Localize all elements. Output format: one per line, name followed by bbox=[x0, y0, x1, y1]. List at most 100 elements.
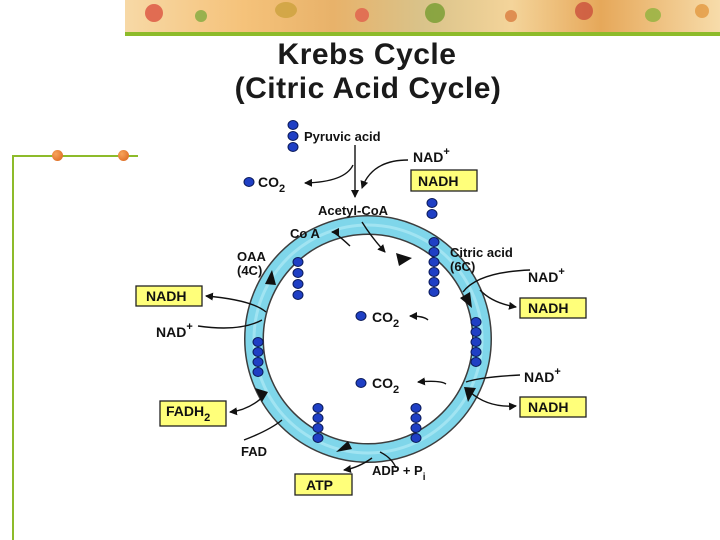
acetyl-coa-carbons bbox=[426, 198, 438, 219]
carbon-dot bbox=[287, 142, 299, 152]
cycle-ring bbox=[244, 215, 492, 463]
atp-box bbox=[294, 473, 353, 496]
carbon-dot bbox=[410, 433, 422, 443]
nadh-left-label: NADH bbox=[146, 288, 186, 304]
adp-pi-label: ADP + Pi bbox=[372, 463, 426, 483]
succinate-carbons bbox=[312, 403, 324, 443]
carbon-dot bbox=[470, 357, 482, 367]
nadh-out-right1-arrow bbox=[479, 289, 517, 310]
nadh-box-right2 bbox=[519, 396, 587, 418]
atp-out-arrow bbox=[343, 457, 373, 473]
ring-arrow-bottom bbox=[336, 441, 352, 452]
nad-right1-label: NAD+ bbox=[528, 266, 565, 285]
pyruvic-acid-carbons bbox=[287, 120, 299, 152]
carbon-dot bbox=[410, 413, 422, 423]
co2-carbon-top bbox=[243, 177, 255, 187]
carbon-dot bbox=[428, 247, 440, 257]
nadh-right1-label: NADH bbox=[528, 300, 568, 316]
banner-underline bbox=[125, 32, 720, 36]
nadh-box-top bbox=[410, 169, 478, 192]
nad-top-label: NAD+ bbox=[413, 146, 450, 165]
nadh-top-label: NADH bbox=[418, 173, 458, 189]
fadh2-out-arrow bbox=[229, 393, 267, 416]
carbon-dot bbox=[252, 337, 264, 347]
decorative-banner bbox=[125, 0, 720, 32]
oaa-carbon-count: (4C) bbox=[237, 263, 262, 278]
carbon-dot bbox=[287, 120, 299, 130]
carbon-dot bbox=[470, 337, 482, 347]
frame-dot-right bbox=[118, 150, 129, 161]
co2-release-arrow-mid2 bbox=[417, 377, 447, 386]
nadh-out-right2-arrow bbox=[469, 391, 517, 411]
co2-carbon-mid1 bbox=[355, 311, 367, 321]
citric-acid-label: Citric acid bbox=[450, 245, 513, 260]
ring-arrow-left-top bbox=[265, 270, 276, 285]
carbon-atoms bbox=[243, 120, 482, 443]
ring-flow-arrows bbox=[255, 253, 476, 452]
co2-release-arrow-top bbox=[304, 164, 354, 187]
carbon-dot bbox=[312, 433, 324, 443]
frame-vertical-line bbox=[12, 157, 14, 540]
ring-arrow-right-top bbox=[460, 292, 472, 308]
nad-to-nadh-arrow-top bbox=[360, 159, 409, 189]
title-line-2: (Citric Acid Cycle) bbox=[234, 72, 502, 105]
nadh-out-left-arrow bbox=[205, 292, 267, 313]
fad-in-line bbox=[243, 419, 283, 441]
nad-in-right2-line bbox=[465, 374, 521, 383]
frame-horizontal-line bbox=[12, 155, 138, 157]
diagram-labels: Pyruvic acid NAD+ NADH CO2 Acetyl-CoA Co… bbox=[146, 129, 568, 493]
carbon-dot bbox=[470, 347, 482, 357]
carbon-dot bbox=[428, 267, 440, 277]
adp-in-line bbox=[379, 451, 397, 469]
frame-dot-left bbox=[52, 150, 63, 161]
succinyl-carbons bbox=[410, 403, 422, 443]
carbon-dot bbox=[312, 413, 324, 423]
carbon-dot bbox=[292, 257, 304, 267]
carbon-dot bbox=[426, 209, 438, 219]
nad-left-label: NAD+ bbox=[156, 321, 193, 340]
co2-mid1-label: CO2 bbox=[372, 309, 399, 330]
citric-acid-carbons bbox=[428, 237, 440, 297]
carbon-dot bbox=[252, 347, 264, 357]
co2-top-label: CO2 bbox=[258, 174, 285, 195]
citric-carbon-count: (6C) bbox=[450, 259, 475, 274]
acetyl-into-cycle-arrow bbox=[361, 221, 386, 253]
pyruvic-acid-label: Pyruvic acid bbox=[304, 129, 381, 144]
carbon-dot bbox=[252, 357, 264, 367]
title-line-1: Krebs Cycle bbox=[277, 38, 457, 71]
fadh2-box bbox=[159, 400, 227, 427]
fadh2-label: FADH2 bbox=[166, 403, 210, 424]
co2-release-arrow-mid1 bbox=[409, 312, 429, 321]
co2-carbon-mid2 bbox=[355, 378, 367, 388]
reaction-arrows bbox=[197, 145, 531, 473]
ring-arrow-top bbox=[396, 253, 412, 266]
carbon-dot bbox=[410, 423, 422, 433]
acetyl-coa-label: Acetyl-CoA bbox=[318, 203, 389, 218]
alpha-ketoglutarate-carbons bbox=[470, 317, 482, 367]
nad-in-left-line bbox=[197, 319, 263, 329]
carbon-dot bbox=[292, 279, 304, 289]
carbon-dot bbox=[410, 403, 422, 413]
ring-arrow-left-bottom bbox=[255, 388, 268, 402]
carbon-dot bbox=[292, 268, 304, 278]
oaa-label: OAA bbox=[237, 249, 267, 264]
ring-arrow-right-bottom bbox=[464, 387, 476, 402]
nadh-right2-label: NADH bbox=[528, 399, 568, 415]
carbon-dot bbox=[426, 198, 438, 208]
carbon-dot bbox=[428, 237, 440, 247]
co2-mid2-label: CO2 bbox=[372, 375, 399, 396]
nadh-box-left bbox=[135, 285, 203, 307]
page-title: Krebs Cycle (Citric Acid Cycle) bbox=[0, 38, 720, 106]
carbon-dot bbox=[428, 257, 440, 267]
carbon-dot bbox=[292, 290, 304, 300]
carbon-dot bbox=[470, 327, 482, 337]
highlight-boxes bbox=[135, 169, 587, 496]
carbon-dot bbox=[428, 277, 440, 287]
carbon-dot bbox=[287, 131, 299, 141]
oaa-carbons bbox=[292, 257, 304, 300]
carbon-dot bbox=[312, 403, 324, 413]
carbon-dot bbox=[428, 287, 440, 297]
coa-release-arrow bbox=[331, 228, 351, 247]
